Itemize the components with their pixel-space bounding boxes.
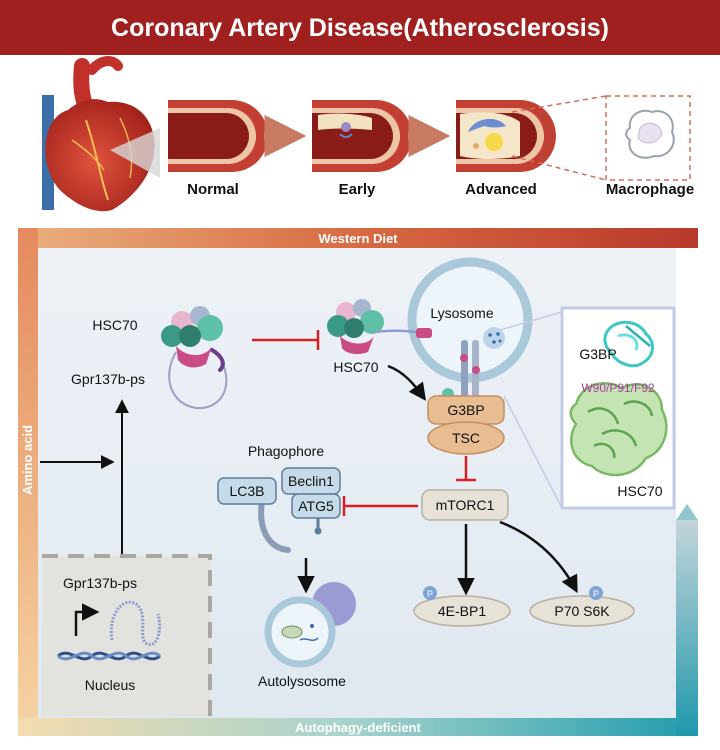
transmembrane-complex [460,340,480,398]
label-hsc70-free: HSC70 [92,317,137,333]
artery-early [312,100,412,172]
heart-illustration [42,56,160,212]
inset-connector-top [499,311,563,331]
label-beclin1: Beclin1 [288,473,334,489]
hsc70-structure [569,382,668,477]
label-gpr137b-nucleus: Gpr137b-ps [63,575,137,591]
label-lc3b: LC3B [229,483,264,499]
macrophage-inset [511,95,691,181]
inhibition-tsc-mtorc1 [456,456,476,482]
frame-top-bar [18,228,698,248]
atg5-node [291,493,341,519]
frame-bottom-bar [18,718,676,736]
phospho-label-p70: P [593,589,599,599]
atg5-tether-end [314,527,322,535]
frame-label-top: Western Diet [318,231,398,246]
label-4ebp1: 4E-BP1 [438,603,486,619]
title-banner [0,0,720,55]
stage-label-macrophage: Macrophage [606,181,694,198]
lysosome-cargo-icon [483,327,505,349]
label-tsc: TSC [452,430,480,446]
label-mtorc1: mTORC1 [436,497,495,513]
inset-connector-bottom [503,395,563,509]
arrow-hsc70-to-g3bp [387,364,427,401]
ebp1-node [413,595,511,627]
inhibition-mtorc1-atg5 [342,496,418,516]
hsc70-protein-free [161,306,228,410]
frame-label-left: Amino acid [20,425,35,495]
transcription-start-arrow [74,603,100,636]
mtorc1-node [421,489,509,521]
inset-label-hsc70: HSC70 [617,483,662,499]
label-gpr137b-top: Gpr137b-ps [71,371,145,387]
label-g3bp: G3BP [447,402,484,418]
p70-node [529,595,635,627]
dna-helix [57,651,161,661]
autolysosome [264,582,356,668]
artery-normal [168,100,268,172]
inhibition-hsc70 [252,330,320,350]
tsc-node [427,421,505,455]
artery-advanced [456,100,556,172]
lc3b-node [217,477,277,505]
frame-label-bottom: Autophagy-deficient [295,720,421,735]
label-lysosome: Lysosome [430,305,494,321]
lysosome [407,257,533,383]
g3bp-structure [603,320,654,368]
frame-right-arrowhead [676,504,698,520]
label-atg5: ATG5 [298,498,334,514]
frame-right-bar [676,520,698,736]
stage-label-early: Early [339,181,376,198]
phospho-marker-p70 [589,586,603,600]
label-p70: P70 S6K [554,603,610,619]
stage-label-normal: Normal [187,181,239,198]
nucleus-cell [42,554,212,716]
phospho-marker-4ebp1 [423,586,437,600]
frame-left-bar [18,228,38,736]
hsc70-protein-bound [327,299,432,355]
rna-transcript [109,600,162,646]
inset-label-residues: W90/P91/F92 [581,381,655,395]
label-hsc70-bound: HSC70 [333,359,378,375]
label-phagophore: Phagophore [248,443,325,459]
label-nucleus: Nucleus [85,677,136,693]
figure-title: Coronary Artery Disease(Atherosclerosis) [111,14,609,42]
arrow-mtorc1-to-p70 [499,520,578,594]
label-autolysosome: Autolysosome [258,673,346,689]
phospho-label-4ebp1: P [427,589,433,599]
phagophore-membrane [258,499,291,553]
inset-label-g3bp: G3BP [579,346,616,362]
stage-label-advanced: Advanced [465,181,537,198]
